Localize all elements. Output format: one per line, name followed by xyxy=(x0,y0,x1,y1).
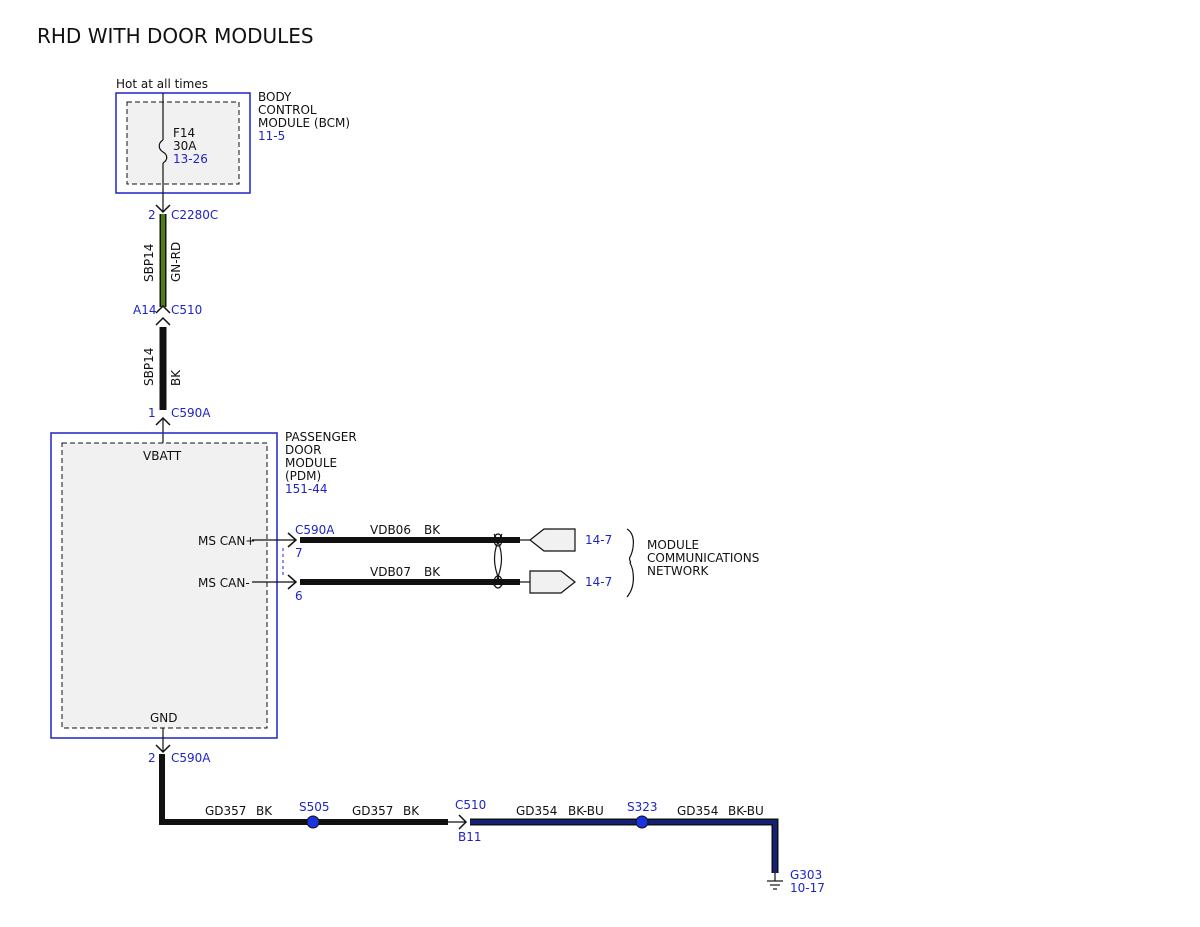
c510-pin: A14 xyxy=(133,303,156,317)
network-label-line-3: NETWORK xyxy=(647,564,710,578)
wire-seg1-color: GN-RD xyxy=(169,242,183,282)
pdm-can-plus-pin-label: MS CAN+ xyxy=(198,534,255,548)
can-minus-pin-number: 6 xyxy=(295,589,303,603)
can-plus-circuit: VDB06 xyxy=(370,523,411,537)
c590a-can-minus-connector-icon xyxy=(287,574,298,590)
network-brace-icon xyxy=(626,528,634,598)
splice-s323-label: S323 xyxy=(627,800,658,814)
fuse-rating: 30A xyxy=(173,139,197,153)
bcm-name-line-1: BODY xyxy=(258,90,292,104)
can-plus-pin-number: 7 xyxy=(295,546,303,560)
bcm-name-line-3: MODULE (BCM) xyxy=(258,116,350,130)
can-plus-page-ref: 14-7 xyxy=(585,533,612,547)
can-minus-flag-icon xyxy=(529,570,576,594)
c510-bottom-pin: B11 xyxy=(458,830,482,844)
can-plus-color: BK xyxy=(424,523,441,537)
pdm-vbatt-pin-label: VBATT xyxy=(143,449,182,463)
twisted-pair-icon-strand xyxy=(493,533,503,587)
wire-gd357-bk xyxy=(159,754,448,825)
c590a-gnd-connector-icon xyxy=(155,744,171,754)
c590a-can-label: C590A xyxy=(295,523,335,537)
gnd4-circuit: GD354 xyxy=(677,804,718,818)
pdm-name-line-2: DOOR xyxy=(285,443,321,457)
network-label-line-2: COMMUNICATIONS xyxy=(647,551,759,565)
hot-at-all-times-label: Hot at all times xyxy=(116,77,208,91)
wire-gd354-bk-bu-outline xyxy=(470,818,779,873)
bcm-module-box xyxy=(115,92,251,194)
twist-loop-top-icon xyxy=(493,533,503,547)
pdm-page-ref: 151-44 xyxy=(285,482,328,496)
bcm-inner-box xyxy=(126,101,240,185)
c510-connector-icon xyxy=(155,304,171,314)
fuse-name: F14 xyxy=(173,126,195,140)
pdm-can-minus-pin-label: MS CAN- xyxy=(198,576,250,590)
pdm-module-box xyxy=(50,432,278,739)
c590a-can-plus-connector-icon xyxy=(287,532,298,548)
network-label-line-1: MODULE xyxy=(647,538,699,552)
pdm-gnd-pin-label: GND xyxy=(150,711,178,725)
c2280c-label: C2280C xyxy=(171,208,218,222)
pdm-name-line-1: PASSENGER xyxy=(285,430,357,444)
pdm-inner-box xyxy=(61,442,268,729)
gnd4-color: BK-BU xyxy=(728,804,764,818)
can-minus-page-ref: 14-7 xyxy=(585,575,612,589)
gnd2-color: BK xyxy=(403,804,420,818)
twist-loop-bottom-icon xyxy=(493,575,503,589)
can-minus-color: BK xyxy=(424,565,441,579)
c510-connector-icon-lower xyxy=(155,316,171,326)
c510-label: C510 xyxy=(171,303,202,317)
wire-seg2-color: BK xyxy=(169,369,183,386)
c510-bottom-connector-icon xyxy=(458,814,468,830)
splice-s505-label: S505 xyxy=(299,800,330,814)
c590a-top-pin: 1 xyxy=(148,406,156,420)
gnd3-circuit: GD354 xyxy=(516,804,557,818)
pdm-name-line-3: MODULE xyxy=(285,456,337,470)
can-plus-flag-icon xyxy=(529,528,576,552)
gnd1-circuit: GD357 xyxy=(205,804,246,818)
can-minus-circuit: VDB07 xyxy=(370,565,411,579)
fuse-icon xyxy=(158,139,168,164)
c2280c-connector-icon xyxy=(155,204,171,214)
splice-s323-icon xyxy=(635,815,649,829)
c590a-gnd-pin: 2 xyxy=(148,751,156,765)
splice-s505-icon xyxy=(306,815,320,829)
wire-gd354-bk-bu xyxy=(470,820,777,873)
c590a-gnd-label: C590A xyxy=(171,751,211,765)
page-title: RHD WITH DOOR MODULES xyxy=(37,24,314,48)
wire-seg1-circuit: SBP14 xyxy=(142,244,156,282)
bcm-page-ref: 11-5 xyxy=(258,129,285,143)
c510-bottom-label: C510 xyxy=(455,798,486,812)
bcm-name-line-2: CONTROL xyxy=(258,103,317,117)
gnd3-color: BK-BU xyxy=(568,804,604,818)
twisted-pair-icon xyxy=(493,533,503,587)
fuse-page-ref: 13-26 xyxy=(173,152,208,166)
ground-g303-label: G303 xyxy=(790,868,822,882)
c2280c-pin: 2 xyxy=(148,208,156,222)
c590a-top-label: C590A xyxy=(171,406,211,420)
pdm-name-line-4: (PDM) xyxy=(285,469,321,483)
gnd2-circuit: GD357 xyxy=(352,804,393,818)
wire-seg2-circuit: SBP14 xyxy=(142,348,156,386)
ground-page-ref: 10-17 xyxy=(790,881,825,895)
gnd1-color: BK xyxy=(256,804,273,818)
